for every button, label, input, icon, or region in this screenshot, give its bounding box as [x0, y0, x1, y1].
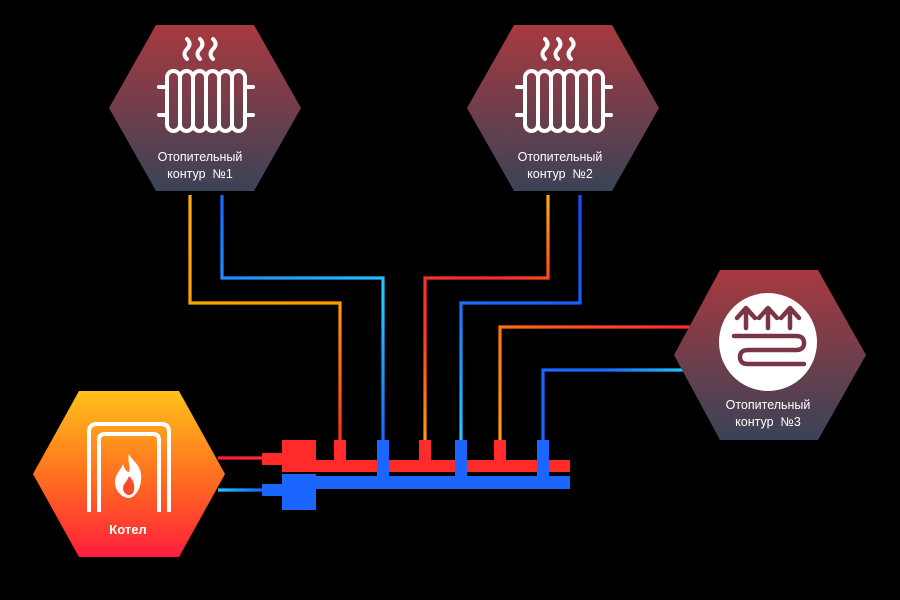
circuit-1-label: Отопительный контур №1 [130, 149, 270, 183]
circuit-2-label: Отопительный контур №2 [490, 149, 630, 183]
manifold [262, 440, 570, 510]
circuit-2-supply-pipe [423, 195, 550, 440]
circuit-3-label-line2: контур №3 [735, 415, 801, 429]
circuit-1-label-line1: Отопительный [157, 150, 243, 164]
circuit-2-label-line2: контур №2 [527, 167, 593, 181]
circuit-2-node [467, 25, 659, 191]
boiler-node [33, 391, 225, 557]
circuit-3-return-pipe [541, 368, 692, 440]
boiler-flame-icon [87, 422, 171, 512]
circuit-1-return-pipe [220, 195, 385, 440]
radiator-icon [515, 37, 613, 133]
circuit-3-label: Отопительный контур №3 [700, 397, 836, 431]
circuit-1-label-line2: контур №1 [167, 167, 233, 181]
underfloor-heating-icon [719, 293, 817, 391]
radiator-icon [157, 37, 255, 133]
supply-manifold [262, 440, 570, 472]
circuit-3-node [674, 270, 866, 440]
return-manifold [262, 440, 570, 510]
circuit-1-supply-pipe [188, 195, 342, 440]
circuit-2-return-pipe [459, 195, 582, 440]
circuit-1-node [109, 25, 301, 191]
pipes [188, 195, 692, 492]
circuit-3-label-line1: Отопительный [725, 398, 811, 412]
circuit-3-supply-pipe [498, 325, 692, 440]
circuit-2-label-line1: Отопительный [517, 150, 603, 164]
boiler-label: Котел [109, 522, 147, 537]
